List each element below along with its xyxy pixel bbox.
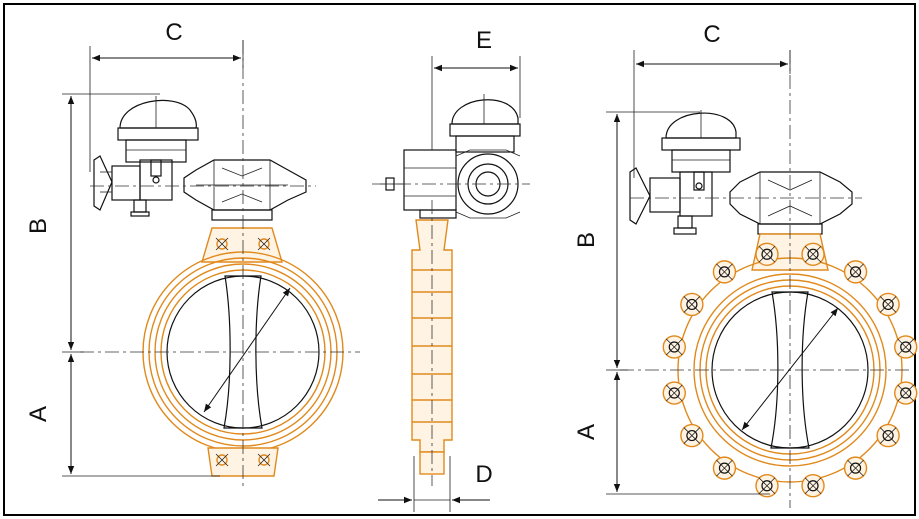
bolt-lug bbox=[876, 292, 900, 317]
bolt-lug bbox=[680, 423, 704, 448]
gearbox bbox=[183, 159, 307, 221]
bolt-lug bbox=[801, 474, 825, 498]
dim-label-a-left: A bbox=[25, 406, 52, 422]
right-dimensions bbox=[606, 50, 791, 495]
dim-label-b-left: B bbox=[25, 218, 52, 234]
actuator-cap bbox=[117, 96, 199, 163]
bolt-lug bbox=[843, 260, 868, 284]
left-dimensions bbox=[62, 40, 244, 477]
lug-valve-front-view bbox=[620, 50, 918, 508]
right-actuator-cap bbox=[661, 110, 741, 173]
right-gearbox bbox=[729, 171, 853, 235]
bolt-lug bbox=[843, 456, 868, 480]
bolt-lug bbox=[680, 292, 704, 317]
dim-label-d: D bbox=[475, 461, 492, 488]
side-view bbox=[372, 94, 530, 486]
bolt-lug bbox=[712, 456, 737, 480]
bolt-lug bbox=[876, 423, 900, 448]
bolt-lug bbox=[662, 335, 686, 359]
dim-label-b-right: B bbox=[573, 232, 600, 248]
middle-dimensions bbox=[378, 56, 521, 512]
bolt-lug bbox=[662, 381, 686, 405]
dim-label-a-right: A bbox=[573, 424, 600, 440]
handwheel-assembly bbox=[93, 155, 173, 217]
bolt-lug bbox=[894, 381, 918, 405]
bolt-lugs bbox=[662, 242, 918, 498]
dim-label-c-left: C bbox=[165, 19, 182, 46]
bolt-lug bbox=[755, 474, 779, 498]
dim-label-c-right: C bbox=[703, 21, 720, 48]
bottom-lug bbox=[207, 447, 279, 477]
drawing-frame bbox=[3, 3, 916, 516]
bolt-lug bbox=[894, 335, 918, 359]
bolt-lug bbox=[712, 260, 737, 284]
side-actuator-cap bbox=[449, 94, 521, 153]
right-handwheel-assembly bbox=[629, 167, 713, 235]
wafer-valve-front-view bbox=[80, 40, 360, 488]
bolt-lug bbox=[755, 242, 779, 266]
dim-label-e: E bbox=[476, 27, 492, 54]
bolt-lug bbox=[801, 242, 825, 266]
